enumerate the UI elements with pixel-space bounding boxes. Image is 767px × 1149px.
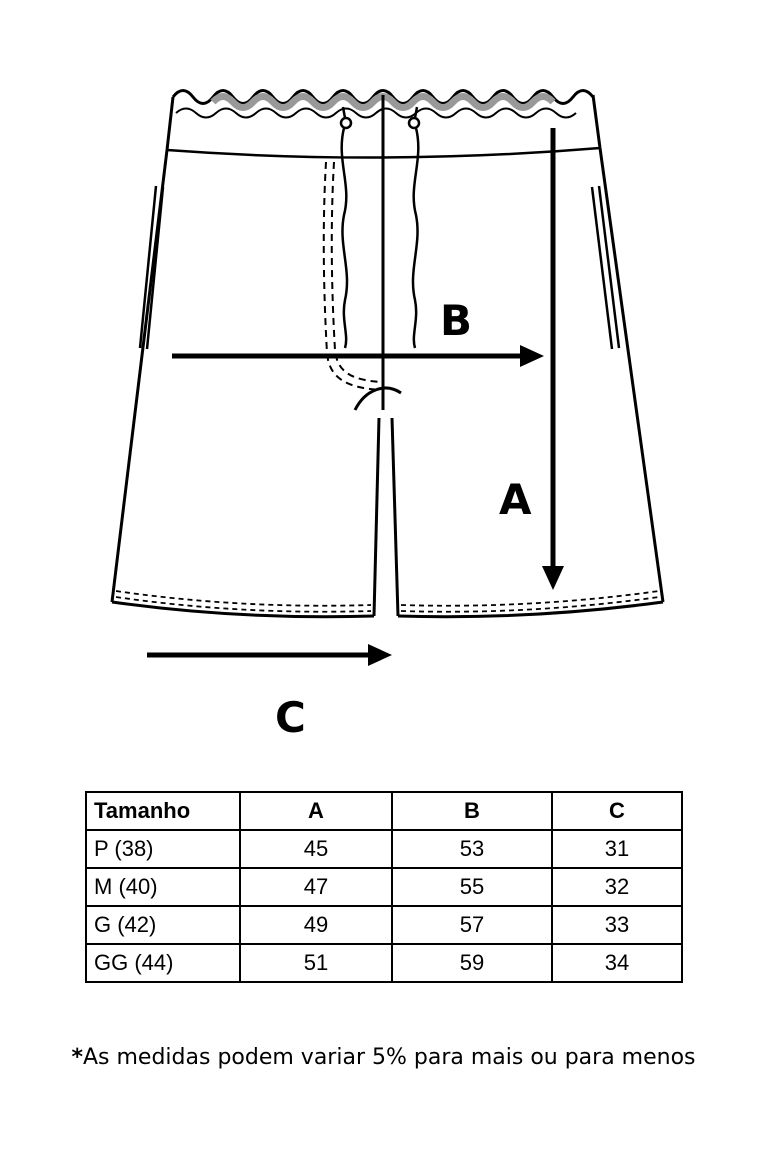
table-row: P (38) 45 53 31 bbox=[85, 829, 683, 869]
size-cell: M (40) bbox=[85, 867, 241, 907]
size-cell: GG (44) bbox=[85, 943, 241, 983]
value-a-cell: 49 bbox=[239, 905, 393, 945]
value-a-cell: 45 bbox=[239, 829, 393, 869]
eyelet-left-icon bbox=[339, 116, 353, 130]
measure-arrow-c bbox=[147, 644, 392, 666]
size-cell: G (42) bbox=[85, 905, 241, 945]
disclaimer-text: As medidas podem variar 5% para mais ou … bbox=[83, 1045, 696, 1070]
arrowhead-down-icon bbox=[542, 566, 564, 590]
col-header-a: A bbox=[239, 791, 393, 831]
col-header-c: C bbox=[551, 791, 683, 831]
arrowhead-right-icon bbox=[368, 644, 392, 666]
measurement-disclaimer: *As medidas podem variar 5% para mais ou… bbox=[0, 1042, 767, 1074]
measure-arrow-a bbox=[542, 128, 564, 590]
cord-left bbox=[340, 127, 349, 349]
arrowhead-right-icon bbox=[520, 345, 544, 367]
shorts-measurement-diagram: A B C bbox=[110, 89, 665, 742]
value-b-cell: 57 bbox=[391, 905, 553, 945]
table-row: G (42) 49 57 33 bbox=[85, 905, 683, 945]
col-header-b: B bbox=[391, 791, 553, 831]
value-c-cell: 31 bbox=[551, 829, 683, 869]
cord-right bbox=[411, 127, 420, 349]
fly-bottom-curve bbox=[353, 386, 402, 411]
shorts-drawing bbox=[110, 89, 665, 666]
measure-label-b: B bbox=[440, 296, 473, 345]
value-c-cell: 34 bbox=[551, 943, 683, 983]
value-c-cell: 32 bbox=[551, 867, 683, 907]
measure-label-a: A bbox=[499, 475, 532, 524]
measure-arrow-b bbox=[172, 345, 544, 367]
table-row: GG (44) 51 59 34 bbox=[85, 943, 683, 983]
col-header-tamanho: Tamanho bbox=[85, 791, 241, 831]
value-c-cell: 33 bbox=[551, 905, 683, 945]
value-a-cell: 47 bbox=[239, 867, 393, 907]
value-b-cell: 55 bbox=[391, 867, 553, 907]
fly-stitching bbox=[322, 161, 382, 391]
value-b-cell: 53 bbox=[391, 829, 553, 869]
pocket-right bbox=[590, 185, 621, 350]
size-table-section: Tamanho A B C P (38) 45 53 31 M (40) 47 … bbox=[85, 791, 683, 983]
size-cell: P (38) bbox=[85, 829, 241, 869]
size-table: Tamanho A B C P (38) 45 53 31 M (40) 47 … bbox=[85, 791, 683, 983]
table-header-row: Tamanho A B C bbox=[85, 791, 683, 831]
hem-stitching bbox=[115, 590, 660, 613]
eyelet-right-icon bbox=[407, 116, 421, 130]
value-a-cell: 51 bbox=[239, 943, 393, 983]
value-b-cell: 59 bbox=[391, 943, 553, 983]
drawstring bbox=[339, 106, 421, 349]
disclaimer-asterisk: * bbox=[71, 1045, 83, 1070]
measure-label-c: C bbox=[275, 693, 306, 742]
pocket-left bbox=[138, 185, 165, 350]
table-row: M (40) 47 55 32 bbox=[85, 867, 683, 907]
